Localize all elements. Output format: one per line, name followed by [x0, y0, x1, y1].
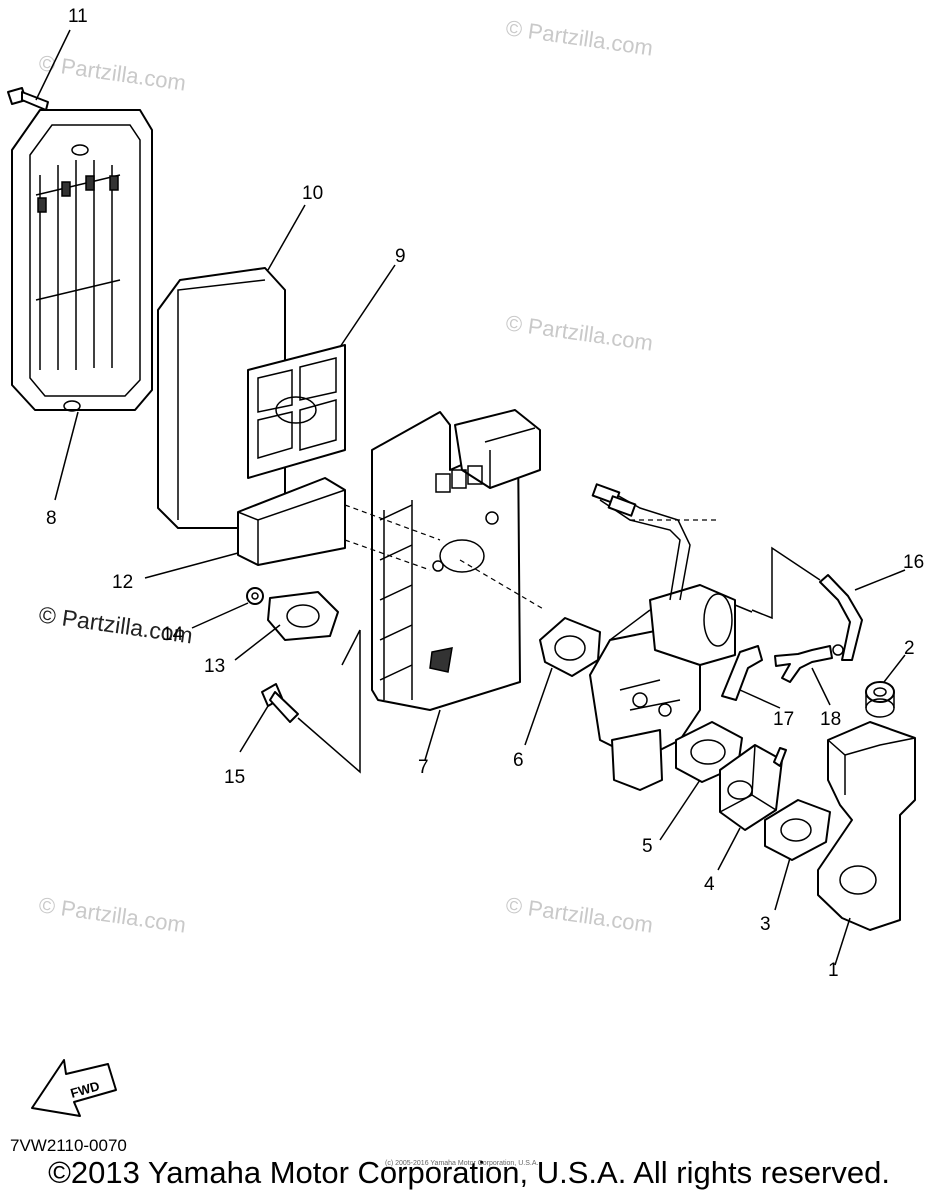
watermark: © Partzilla.com: [504, 15, 654, 60]
callout-18: 18: [820, 709, 841, 730]
callout-6: 6: [513, 750, 524, 771]
watermark: © Partzilla.com: [504, 892, 654, 937]
part-12-sponge: [144, 477, 346, 579]
part-4-insulator: [717, 744, 787, 871]
fwd-arrow-icon: FWD: [31, 1059, 117, 1117]
callout-9: 9: [395, 246, 406, 267]
callout-10: 10: [302, 183, 323, 204]
callout-17: 17: [773, 709, 794, 730]
callout-2: 2: [904, 638, 915, 659]
part-3-gasket: [764, 799, 831, 911]
diagram-code: 7VW2110-0070: [10, 1136, 127, 1155]
part-9-gasket: [247, 264, 396, 479]
part-15-bolt: [239, 629, 361, 774]
callout-14: 14: [162, 624, 184, 645]
callout-12: 12: [112, 572, 133, 593]
part-7-air-box: [344, 409, 546, 761]
part-2-grommet: [865, 654, 906, 718]
callouts: 1 2 3 4 5 6 7 8 9 10 11 12 13 14 15 16 1…: [46, 6, 924, 981]
part-8-filter-cover: [11, 109, 153, 501]
callout-16: 16: [903, 552, 924, 573]
watermark: © Partzilla.com: [504, 310, 654, 355]
part-18-joint: [774, 644, 844, 706]
callout-7: 7: [418, 757, 429, 778]
part-14-nut: [191, 587, 264, 629]
callout-15: 15: [224, 767, 245, 788]
part-11-screw: [7, 29, 71, 111]
copyright-notice: ©2013 Yamaha Motor Corporation, U.S.A. A…: [48, 1155, 890, 1190]
callout-8: 8: [46, 508, 57, 529]
callout-3: 3: [760, 914, 771, 935]
callout-5: 5: [642, 836, 653, 857]
carburetor-assembly: [589, 483, 753, 791]
part-6-gasket: [524, 617, 601, 746]
watermark: © Partzilla.com: [37, 50, 187, 95]
part-17-hose: [721, 645, 781, 709]
callout-11: 11: [68, 6, 88, 27]
part-1-bracket: [817, 721, 916, 966]
watermark: © Partzilla.com: [37, 892, 187, 937]
part-16-hose: [751, 546, 906, 661]
callout-1: 1: [828, 960, 839, 981]
part-13-gasket: [234, 591, 339, 661]
callout-4: 4: [704, 874, 715, 895]
callout-13: 13: [204, 656, 225, 677]
small-copyright-notice: (c) 2005-2016 Yamaha Motor Corporation, …: [385, 1160, 539, 1167]
